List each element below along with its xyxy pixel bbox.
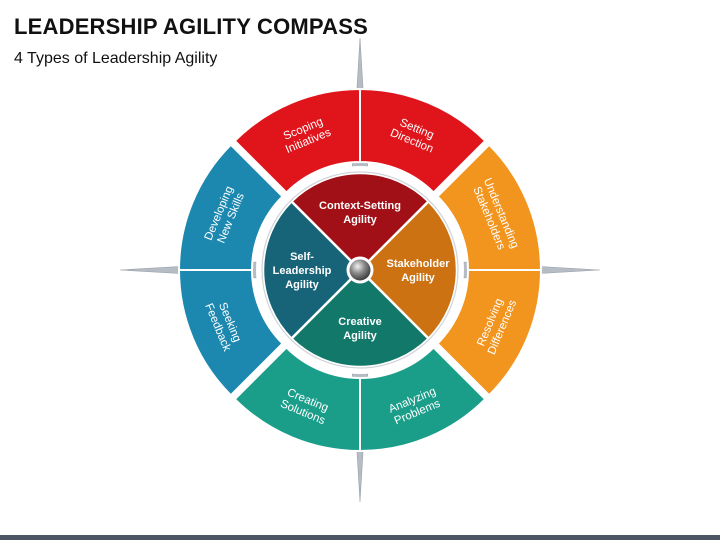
quadrant-label-line: Agility xyxy=(343,214,377,226)
quadrant-label-line: Agility xyxy=(401,272,435,284)
quadrant-label-line: Creative xyxy=(338,316,381,328)
compass-hub xyxy=(346,256,374,284)
outer-wedge xyxy=(436,269,543,397)
outer-segment: SeekingFeedback xyxy=(177,269,284,397)
outer-wedge xyxy=(359,87,487,194)
outer-segment: ScopingInitiatives xyxy=(233,87,361,194)
bottom-bar xyxy=(0,535,720,540)
inner-wedge xyxy=(289,268,431,369)
quadrant-label-line: Stakeholder xyxy=(387,258,451,270)
outer-wedge xyxy=(233,346,361,453)
quadrant-label-line: Context-Setting xyxy=(319,200,401,212)
outer-segment: UnderstandingStakeholders xyxy=(436,143,543,271)
inner-wedge xyxy=(358,199,459,341)
quadrant-label-line: Agility xyxy=(285,279,319,291)
quadrant-label-line: Agility xyxy=(343,330,377,342)
page-title: LEADERSHIP AGILITY COMPASS xyxy=(14,14,368,39)
outer-segment: SettingDirection xyxy=(359,87,487,194)
outer-segment: AnalyzingProblems xyxy=(359,346,487,453)
outer-segment: ResolvingDifferences xyxy=(436,269,543,397)
outer-segment: DevelopingNew Skills xyxy=(177,143,284,271)
quadrant-label-line: Self- xyxy=(290,251,314,263)
outer-segment: CreatingSolutions xyxy=(233,346,361,453)
quadrant-label-line: Leadership xyxy=(273,265,332,277)
outer-wedge xyxy=(177,143,284,271)
inner-ring-outline xyxy=(261,171,459,369)
inner-wedge xyxy=(261,199,362,341)
inner-wedge xyxy=(289,171,431,272)
page-subtitle: 4 Types of Leadership Agility xyxy=(14,50,218,67)
